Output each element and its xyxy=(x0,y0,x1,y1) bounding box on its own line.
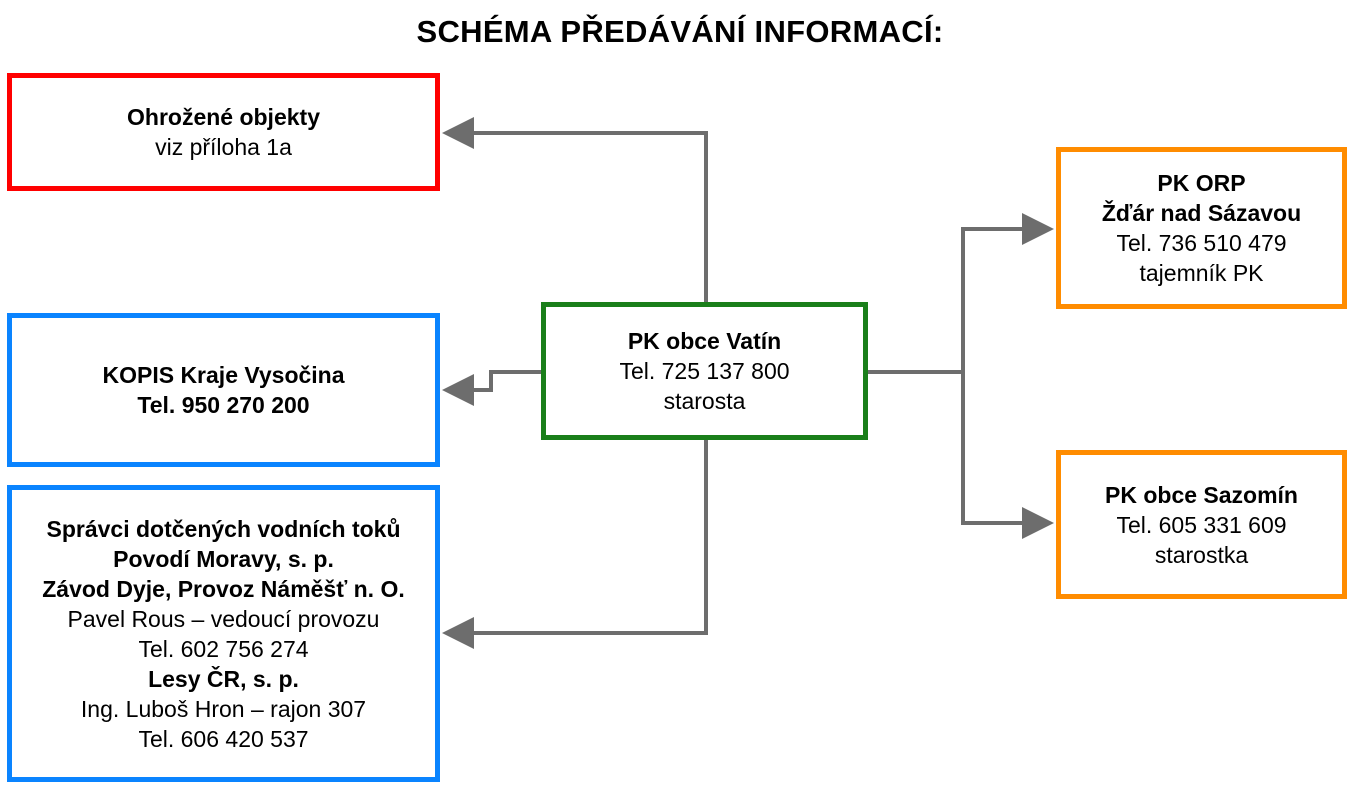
kopis-title: KOPIS Kraje Vysočina xyxy=(102,362,345,388)
box-ohrozene-objekty: Ohrožené objekty viz příloha 1a xyxy=(7,73,440,191)
arrow-to-spravci xyxy=(442,440,708,649)
arrow-to-orp xyxy=(961,213,1054,372)
vatin-role: starosta xyxy=(663,388,746,414)
kopis-phone: Tel. 950 270 200 xyxy=(137,392,310,418)
ohrozene-title: Ohrožené objekty xyxy=(127,104,320,130)
orp-title: PK ORP xyxy=(1157,170,1246,196)
sazomin-title: PK obce Sazomín xyxy=(1105,481,1298,508)
box-pk-orp: PK ORP Žďár nad Sázavou Tel. 736 510 479… xyxy=(1056,147,1347,309)
spravci-zavod: Závod Dyje, Provoz Náměšť n. O. xyxy=(42,575,405,602)
spravci-lesy: Lesy ČR, s. p. xyxy=(148,665,299,692)
vatin-title: PK obce Vatín xyxy=(627,328,782,354)
orp-phone: Tel. 736 510 479 xyxy=(1116,230,1287,256)
arrow-to-sazomin xyxy=(961,372,1054,539)
spravci-phone-2: Tel. 606 420 537 xyxy=(138,725,309,752)
box-pk-sazomin: PK obce Sazomín Tel. 605 331 609 starost… xyxy=(1056,450,1347,599)
orp-city: Žďár nad Sázavou xyxy=(1101,200,1302,226)
spravci-title: Správci dotčených vodních toků xyxy=(46,515,401,542)
spravci-contact-1: Pavel Rous – vedoucí provozu xyxy=(67,605,380,632)
ohrozene-note: viz příloha 1a xyxy=(155,134,292,160)
sazomin-role: starostka xyxy=(1154,541,1249,568)
box-spravci-toku: Správci dotčených vodních toků Povodí Mo… xyxy=(7,485,440,782)
spravci-phone-1: Tel. 602 756 274 xyxy=(138,635,309,662)
sazomin-phone: Tel. 605 331 609 xyxy=(1116,511,1287,538)
spravci-contact-2: Ing. Luboš Hron – rajon 307 xyxy=(80,695,367,722)
arrow-to-kopis xyxy=(442,370,543,406)
orp-role: tajemník PK xyxy=(1139,260,1264,286)
arrow-to-ohrozene xyxy=(442,117,708,302)
diagram-title: SCHÉMA PŘEDÁVÁNÍ INFORMACÍ: xyxy=(416,14,944,49)
vatin-phone: Tel. 725 137 800 xyxy=(619,358,790,384)
spravci-povodi: Povodí Moravy, s. p. xyxy=(113,545,334,572)
box-kopis: KOPIS Kraje Vysočina Tel. 950 270 200 xyxy=(7,313,440,467)
box-pk-vatin: PK obce Vatín Tel. 725 137 800 starosta xyxy=(541,302,868,440)
